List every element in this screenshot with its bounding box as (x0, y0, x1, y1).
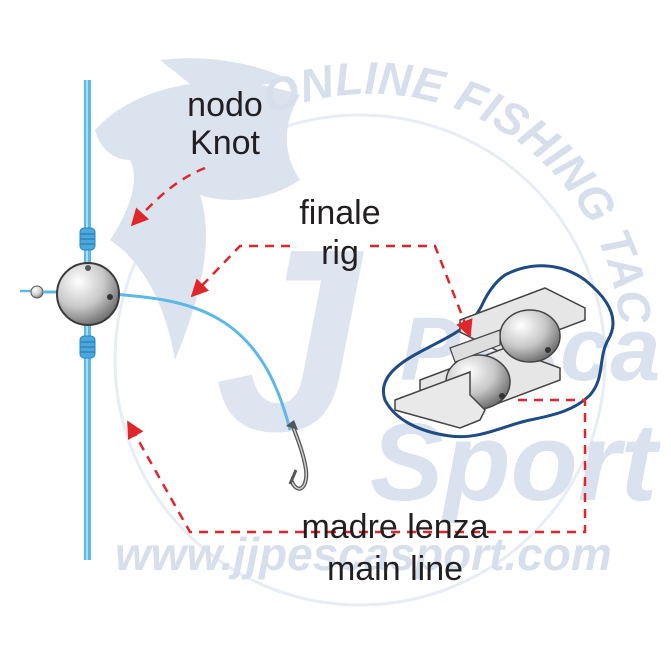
sliding-float-bead-icon (56, 262, 120, 326)
lower-knot-icon (79, 335, 96, 359)
upper-knot-icon (79, 227, 96, 251)
double-bead-clip-icon (382, 264, 615, 439)
label-main-line-english: main line (326, 550, 464, 588)
label-knot-italian: nodo (187, 86, 263, 124)
main-line-arrow (126, 398, 587, 534)
label-main-line-italian: madre lenza (301, 508, 489, 546)
knot-arrow (130, 166, 206, 227)
watermark-j-letter: J (215, 196, 365, 486)
watermark-circle (113, 113, 607, 607)
label-knot-english: Knot (190, 124, 260, 162)
hook-icon (286, 420, 309, 491)
rig-to-clip-arrow (370, 244, 473, 338)
watermark-fin-icon (160, 58, 290, 100)
clip-outline (382, 264, 615, 439)
rig-arrow (190, 244, 290, 298)
label-rig-english: rig (321, 234, 359, 272)
leader-line (111, 292, 292, 431)
watermark-fish-icon (95, 81, 300, 361)
watermark-brand-sport: Sport (370, 401, 662, 524)
label-rig-italian: finale (299, 194, 381, 232)
watermark-url: www.jjpescasport.com (115, 528, 612, 580)
arrows (126, 166, 587, 534)
swivel-icon (20, 285, 60, 299)
